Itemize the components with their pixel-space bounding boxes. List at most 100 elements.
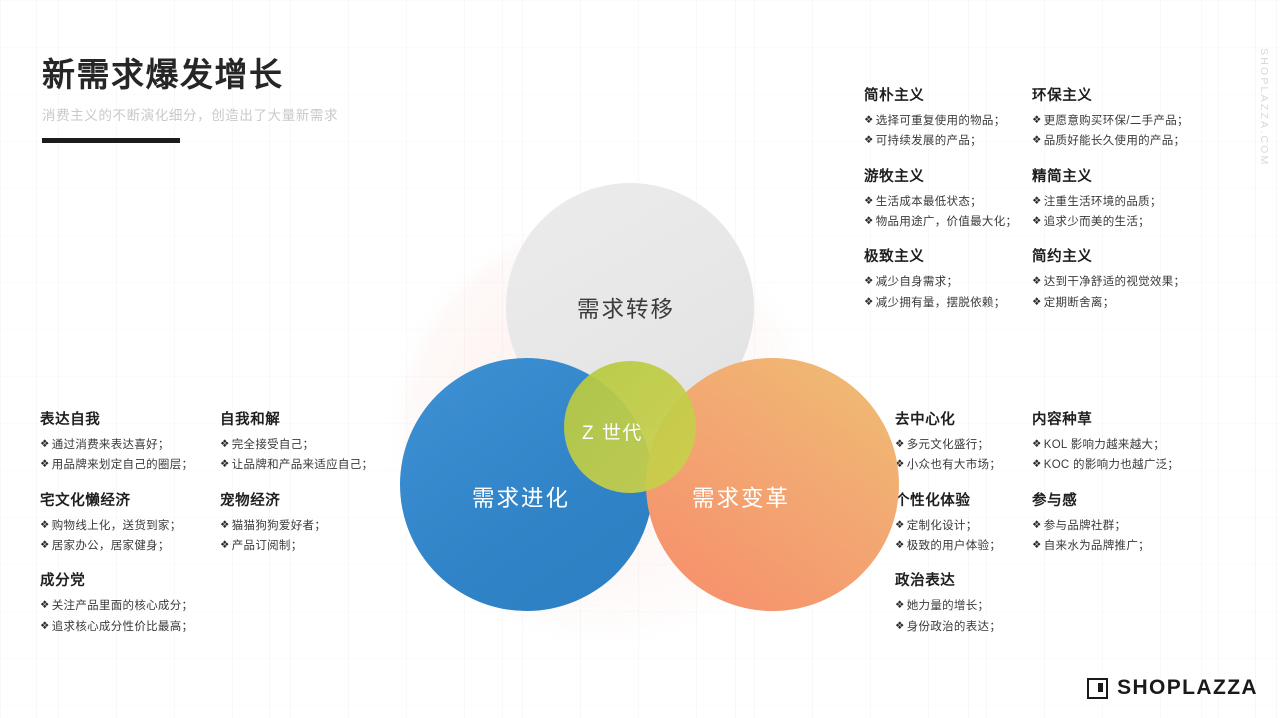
text-group-title: 政治表达 bbox=[895, 573, 956, 590]
list-item: ❖她力量的增长； bbox=[895, 598, 1025, 614]
text-group: 自我和解❖完全接受自己；❖让品牌和产品来适应自己； bbox=[220, 408, 396, 474]
venn-label-right: 需求变革 bbox=[692, 486, 791, 511]
text-group: 极致主义❖减少自身需求；❖减少拥有量，摆脱依赖； bbox=[864, 245, 1024, 311]
list-item-label: 更愿意购买环保/二手产品； bbox=[1043, 115, 1189, 127]
diamond-bullet-icon: ❖ bbox=[895, 619, 905, 632]
diamond-bullet-icon: ❖ bbox=[220, 438, 230, 450]
list-item: ❖极致的用户体验； bbox=[895, 538, 1025, 554]
diamond-bullet-icon: ❖ bbox=[220, 458, 230, 471]
list-item-label: 物品用途广，价值最大化； bbox=[875, 215, 1018, 228]
venn-label-top: 需求转移 bbox=[577, 297, 676, 322]
diamond-bullet-icon: ❖ bbox=[895, 438, 905, 450]
title-underline bbox=[42, 138, 180, 144]
list-item: ❖更愿意购买环保/二手产品； bbox=[1032, 113, 1224, 129]
list-item-label: 自来水为品牌推广； bbox=[1043, 539, 1150, 552]
venn-label-center: Z 世代 bbox=[582, 423, 643, 444]
right-edge-rule bbox=[1255, 0, 1256, 718]
list-item: ❖注重生活环境的品质； bbox=[1032, 194, 1224, 210]
list-item-label: 追求少而美的生活； bbox=[1043, 215, 1150, 228]
text-column-top-left: 简朴主义❖选择可重复使用的物品；❖可持续发展的产品；游牧主义❖生活成本最低状态；… bbox=[864, 84, 1024, 311]
list-item: ❖追求少而美的生活； bbox=[1032, 214, 1224, 230]
list-item-label: 定期断舍离； bbox=[1043, 296, 1115, 309]
diamond-bullet-icon: ❖ bbox=[1032, 194, 1042, 207]
list-item: ❖KOL 影响力越来越大； bbox=[1032, 437, 1224, 453]
text-column-bottom-right-1: 去中心化❖多元文化盛行；❖小众也有大市场；个性化体验❖定制化设计；❖极致的用户体… bbox=[895, 408, 1025, 635]
list-item-label: 关注产品里面的核心成分； bbox=[51, 600, 194, 613]
slide-header: 新需求爆发增长 消费主义的不断演化细分，创造出了大量新需求 bbox=[42, 54, 338, 144]
diamond-bullet-icon: ❖ bbox=[895, 518, 905, 531]
diamond-bullet-icon: ❖ bbox=[864, 194, 874, 207]
list-item-label: 选择可重复使用的物品； bbox=[875, 115, 1006, 127]
text-group-title: 游牧主义 bbox=[864, 168, 925, 185]
list-item: ❖减少拥有量，摆脱依赖； bbox=[864, 295, 1024, 311]
list-item-label: 追求核心成分性价比最高； bbox=[51, 620, 194, 633]
list-item-label: 品质好能长久使用的产品； bbox=[1043, 135, 1186, 148]
list-item-label: KOC 的影响力也越广泛； bbox=[1043, 459, 1180, 472]
list-item: ❖居家办公，居家健身； bbox=[40, 538, 216, 554]
text-group: 宅文化懒经济 ❖购物线上化，送货到家； ❖居家办公，居家健身； bbox=[40, 489, 216, 555]
list-item: ❖KOC 的影响力也越广泛； bbox=[1032, 457, 1224, 473]
text-group-title: 简朴主义 bbox=[864, 88, 925, 104]
venn-circle-center-overlap bbox=[564, 361, 696, 493]
text-group-title: 简约主义 bbox=[1032, 249, 1093, 266]
text-group-title: 个性化体验 bbox=[895, 492, 971, 509]
text-group-title: 极致主义 bbox=[864, 249, 925, 266]
list-item-label: 她力量的增长； bbox=[906, 600, 990, 613]
text-group: 个性化体验❖定制化设计；❖极致的用户体验； bbox=[895, 489, 1025, 555]
list-item-label: 通过消费来表达喜好； bbox=[51, 439, 170, 451]
diamond-bullet-icon: ❖ bbox=[1032, 438, 1042, 450]
text-group-title: 成分党 bbox=[40, 573, 86, 590]
text-group: 成分党 ❖关注产品里面的核心成分； ❖追求核心成分性价比最高； bbox=[40, 569, 216, 635]
list-item: ❖参与品牌社群； bbox=[1032, 518, 1224, 534]
text-group-title: 宅文化懒经济 bbox=[40, 492, 131, 509]
list-item: ❖追求核心成分性价比最高； bbox=[40, 619, 216, 635]
list-item: ❖自来水为品牌推广； bbox=[1032, 538, 1224, 554]
text-group-title: 自我和解 bbox=[220, 412, 281, 428]
list-item-label: 达到干净舒适的视觉效果； bbox=[1043, 276, 1186, 289]
text-group: 游牧主义❖生活成本最低状态；❖物品用途广，价值最大化； bbox=[864, 165, 1024, 231]
list-item: ❖购物线上化，送货到家； bbox=[40, 518, 216, 534]
diamond-bullet-icon: ❖ bbox=[864, 134, 874, 147]
diamond-bullet-icon: ❖ bbox=[864, 114, 874, 126]
diamond-bullet-icon: ❖ bbox=[895, 538, 905, 551]
list-item: ❖生活成本最低状态； bbox=[864, 194, 1024, 210]
diamond-bullet-icon: ❖ bbox=[220, 518, 230, 531]
diamond-bullet-icon: ❖ bbox=[1032, 458, 1042, 471]
diamond-bullet-icon: ❖ bbox=[864, 214, 874, 227]
text-group: 精简主义❖注重生活环境的品质；❖追求少而美的生活； bbox=[1032, 165, 1224, 231]
diamond-bullet-icon: ❖ bbox=[1032, 518, 1042, 531]
list-item: ❖关注产品里面的核心成分； bbox=[40, 598, 216, 614]
text-group-title: 内容种草 bbox=[1032, 412, 1093, 428]
list-item-label: 注重生活环境的品质； bbox=[1043, 195, 1162, 208]
vertical-watermark: SHOPLAZZA.COM bbox=[1258, 48, 1270, 167]
list-item: ❖小众也有大市场； bbox=[895, 457, 1025, 473]
diamond-bullet-icon: ❖ bbox=[1032, 134, 1042, 147]
text-column-bottom-left-2: 自我和解❖完全接受自己；❖让品牌和产品来适应自己；宠物经济❖猫猫狗狗爱好者；❖产… bbox=[220, 408, 396, 554]
list-item-label: 居家办公，居家健身； bbox=[51, 539, 170, 552]
shoplazza-mark-icon bbox=[1087, 677, 1109, 699]
diamond-bullet-icon: ❖ bbox=[1032, 114, 1042, 126]
diamond-bullet-icon: ❖ bbox=[864, 275, 874, 288]
text-group: 参与感❖参与品牌社群；❖自来水为品牌推广； bbox=[1032, 489, 1224, 555]
list-item-label: 极致的用户体验； bbox=[906, 539, 1002, 552]
list-item: ❖产品订阅制； bbox=[220, 538, 396, 554]
diamond-bullet-icon: ❖ bbox=[864, 295, 874, 308]
list-item: ❖可持续发展的产品； bbox=[864, 133, 1024, 149]
text-group-title: 参与感 bbox=[1032, 492, 1078, 509]
shoplazza-logo: SHOPLAZZA bbox=[1087, 676, 1258, 700]
list-item: ❖通过消费来表达喜好； bbox=[40, 437, 216, 453]
list-item-label: 可持续发展的产品； bbox=[875, 135, 982, 148]
list-item: ❖物品用途广，价值最大化； bbox=[864, 214, 1024, 230]
text-column-bottom-left-1: 表达自我❖通过消费来表达喜好；❖用品牌来划定自己的圈层；宅文化懒经济❖购物线上化… bbox=[40, 408, 216, 635]
text-group: 政治表达❖她力量的增长；❖身份政治的表达； bbox=[895, 569, 1025, 635]
diamond-bullet-icon: ❖ bbox=[1032, 295, 1042, 308]
list-item-label: 多元文化盛行； bbox=[906, 439, 990, 451]
text-group-title: 精简主义 bbox=[1032, 168, 1093, 185]
list-item-label: 减少拥有量，摆脱依赖； bbox=[875, 296, 1006, 309]
text-group: 简约主义❖达到干净舒适的视觉效果；❖定期断舍离； bbox=[1032, 245, 1224, 311]
diamond-bullet-icon: ❖ bbox=[895, 458, 905, 471]
list-item-label: 小众也有大市场； bbox=[906, 459, 1002, 472]
diamond-bullet-icon: ❖ bbox=[1032, 538, 1042, 551]
list-item-label: 产品订阅制； bbox=[231, 539, 303, 552]
list-item: ❖用品牌来划定自己的圈层； bbox=[40, 457, 216, 473]
